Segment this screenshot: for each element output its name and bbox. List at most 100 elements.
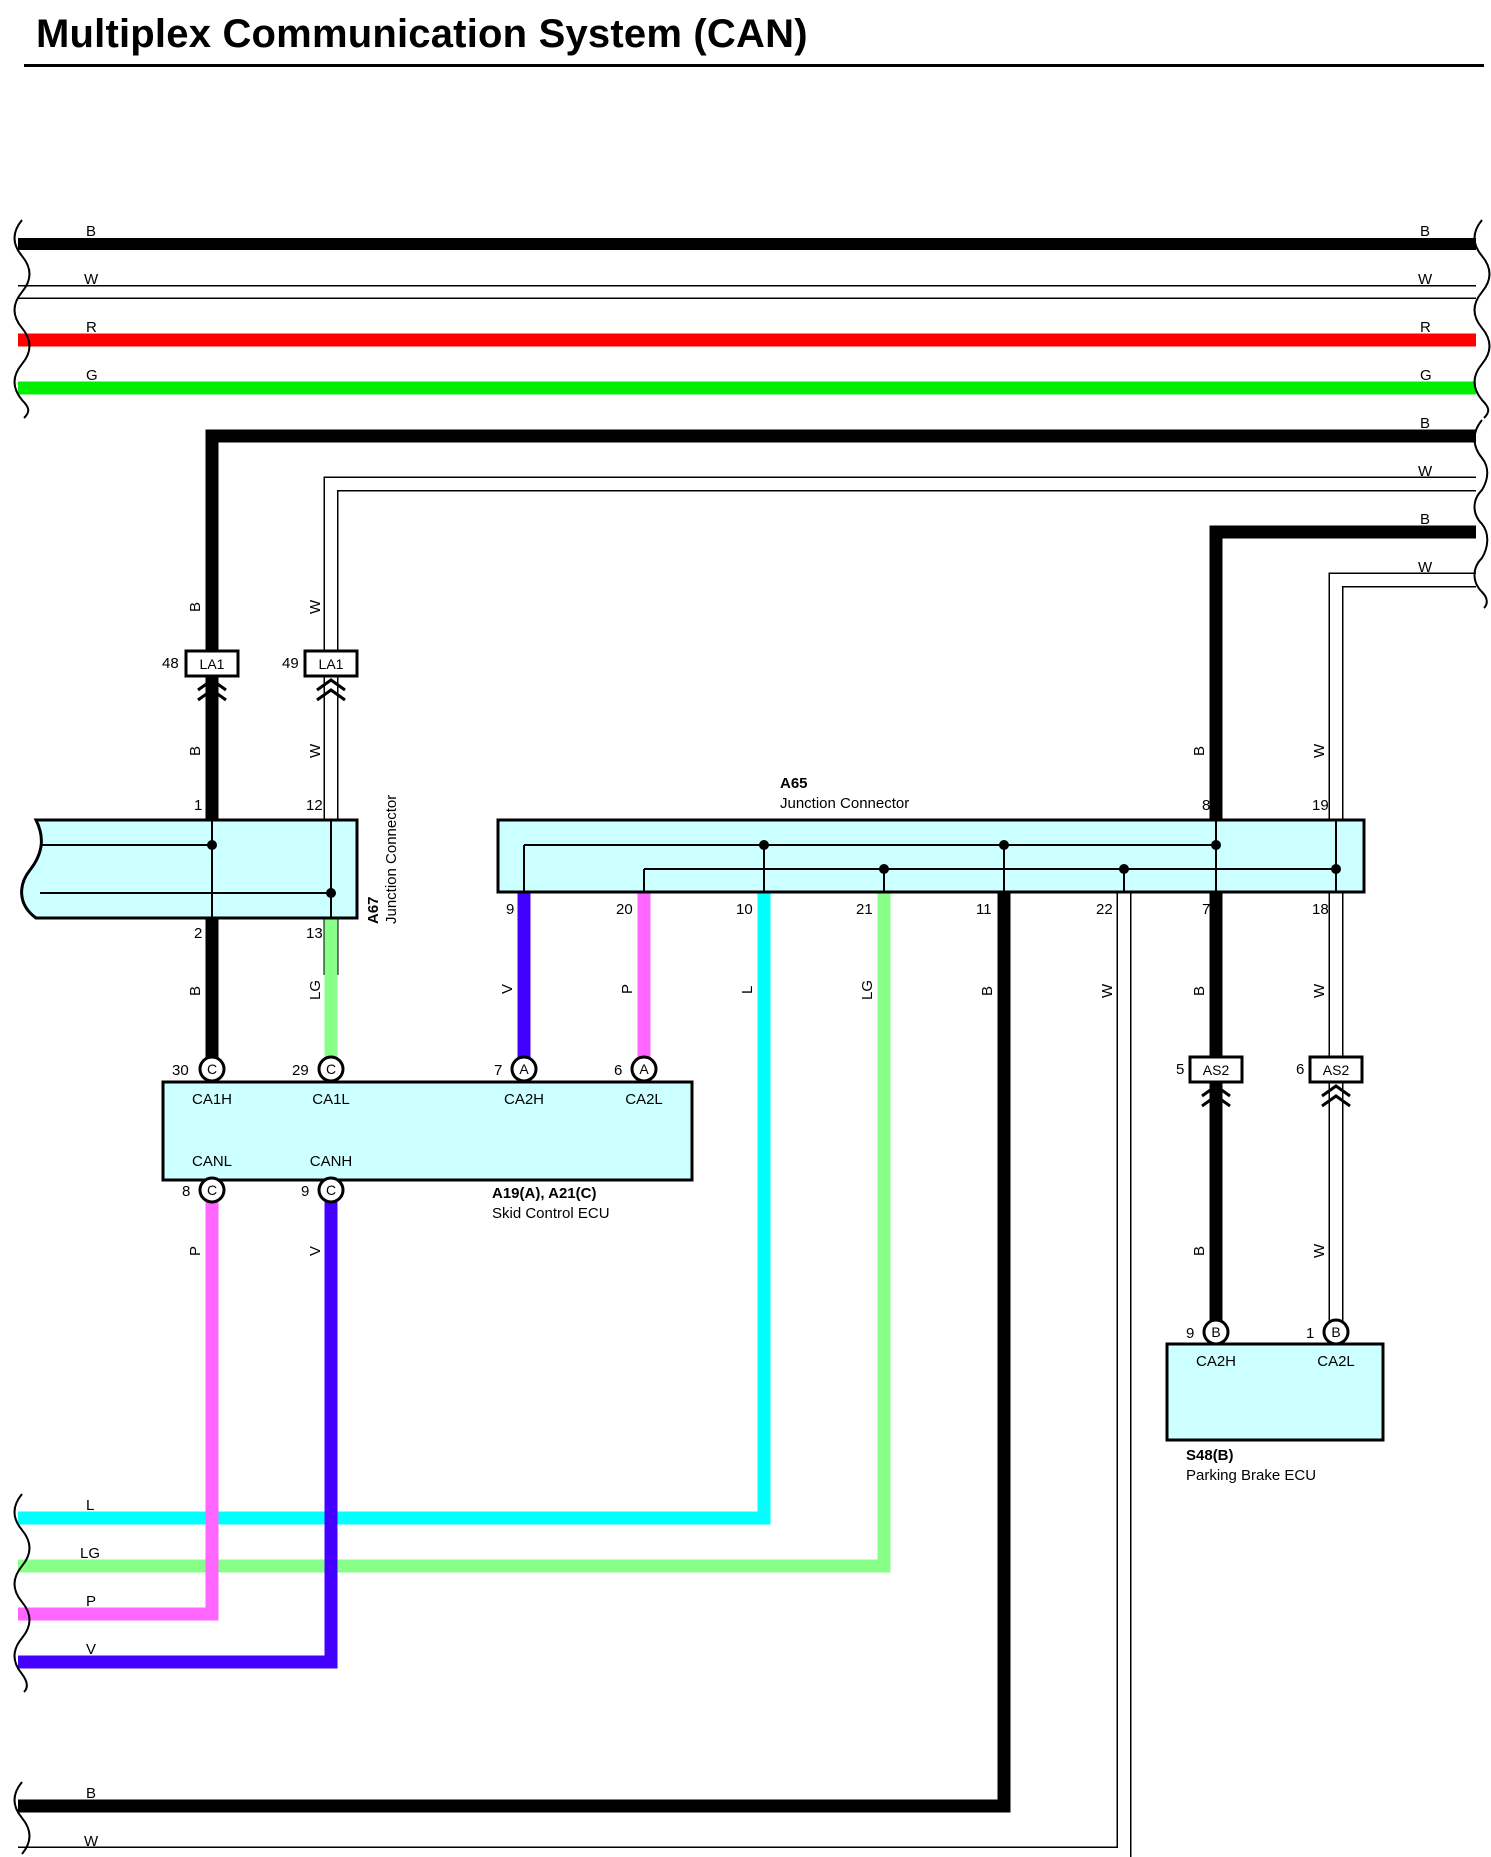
wire-b-a67 [205,429,1476,975]
pin-number: 1 [194,797,202,814]
pin-number: 7 [494,1062,502,1079]
wire-code: B [187,602,204,612]
wire-code: P [86,1593,96,1610]
wire-code: W [1311,1243,1328,1258]
pin-number: 1 [1306,1325,1314,1342]
connector-letter: A [639,1061,649,1077]
connector-letter: B [1211,1324,1220,1340]
wire-code: L [739,986,756,994]
pin-number: 6 [1296,1061,1304,1078]
component-name: Junction Connector [780,795,909,812]
wire-code: B [1191,986,1208,996]
wire-code: R [1420,319,1431,336]
wire-code: R [86,319,97,336]
terminal-name: CANL [192,1153,232,1170]
pin-number: 7 [1202,901,1210,918]
wire-code: B [187,746,204,756]
wire-code: P [619,984,636,994]
connector-code: LA1 [319,656,344,672]
pin-1: 1 B [1306,1318,1350,1346]
bus-wire-labels: B B W W R R G G B W B W L LG P V B W [80,223,1433,1850]
wire-code: W [1418,559,1433,576]
wire-code: W [307,743,324,758]
connector-code: LA1 [200,656,225,672]
component-name: Skid Control ECU [492,1205,610,1222]
title-rule [24,64,1484,67]
pin-6: 6 A [614,1055,658,1083]
wire-b-a65-bottom [18,892,1011,1813]
pin-number: 22 [1096,901,1113,918]
wire-w-a65 [1328,572,1476,820]
pin-number: 5 [1176,1061,1184,1078]
connector-letter: C [207,1182,217,1198]
connector-letter: B [1331,1324,1340,1340]
wire-code: L [86,1497,94,1514]
pin-number: 6 [614,1062,622,1079]
terminal-name: CA2H [504,1091,544,1108]
pin-number: 20 [616,901,633,918]
wire-code: W [84,1833,99,1850]
pin-number: 9 [506,901,514,918]
wire-lg-a65 [18,892,891,1573]
pin-number: 2 [194,925,202,942]
terminal-name: CA1L [312,1091,350,1108]
component-id: A65 [780,775,808,792]
wire-code: B [1191,1246,1208,1256]
wire-code: G [86,367,98,384]
inline-connector-as2-6: 6 AS2 [1296,1055,1364,1108]
pin-number: 9 [301,1183,309,1200]
pin-9: 9 C [301,1176,345,1204]
connector-code: AS2 [1323,1062,1350,1078]
vertical-wire-labels: B W B W B LG V P L LG B W B W B W P V B … [187,599,1328,1258]
wire-code: B [979,986,996,996]
pin-number: 11 [976,901,992,918]
connector-letter: A [519,1061,529,1077]
wire-code: B [1420,223,1430,240]
inline-connector-as2-5: 5 AS2 [1176,1055,1244,1108]
chevron-up-icon [1321,1084,1351,1108]
wire-code: LG [307,980,324,1000]
parking-brake-ecu: 9 B 1 B CA2H CA2L S48(B) Parking Brake E… [1165,1318,1385,1484]
pin-number: 10 [736,901,753,918]
terminal-name: CANH [310,1153,353,1170]
skid-control-ecu: 30 C 29 C 7 A 6 A 8 C 9 C [161,1055,694,1222]
wire-w-a65-bottom [18,892,1132,1857]
pin-30: 30 C [172,1055,226,1083]
wire-break-marks [13,219,1491,1855]
connector-letter: C [326,1182,336,1198]
wire-code: V [86,1641,96,1658]
wire-code: W [1418,271,1433,288]
pin-number: 48 [162,655,179,672]
chevron-up-icon [1201,1084,1231,1108]
wire-code: B [86,1785,96,1802]
wire-p-skid-canl [18,1194,219,1621]
wire-code: LG [80,1545,100,1562]
wire-l-a65 [18,892,771,1525]
wire-code: B [1420,415,1430,432]
wire-code: V [307,1246,324,1256]
terminal-name: CA1H [192,1091,232,1108]
terminal-name: CA2L [1317,1353,1355,1370]
pin-number: 8 [1202,797,1210,814]
component-id: A67 [365,896,382,924]
connector-letter: C [326,1061,336,1077]
chevron-up-icon [316,678,346,702]
wire-b-a65 [1209,525,1476,820]
component-name: Junction Connector [383,795,400,924]
page-title: Multiplex Communication System (CAN) [36,12,808,56]
wires [18,238,1476,1857]
component-id: A19(A), A21(C) [492,1185,596,1202]
connector-code: AS2 [1203,1062,1230,1078]
inline-connector-la1-48: 48 LA1 [162,649,240,702]
wire-code: W [1099,983,1116,998]
wire-code: G [1420,367,1432,384]
wire-code: P [187,1246,204,1256]
pin-29: 29 C [292,1055,345,1083]
pin-number: 21 [856,901,873,918]
wire-code: B [187,986,204,996]
pin-8: 8 C [182,1176,226,1204]
pin-number: 12 [306,797,323,814]
wire-code: B [1191,746,1208,756]
pin-number: 8 [182,1183,190,1200]
